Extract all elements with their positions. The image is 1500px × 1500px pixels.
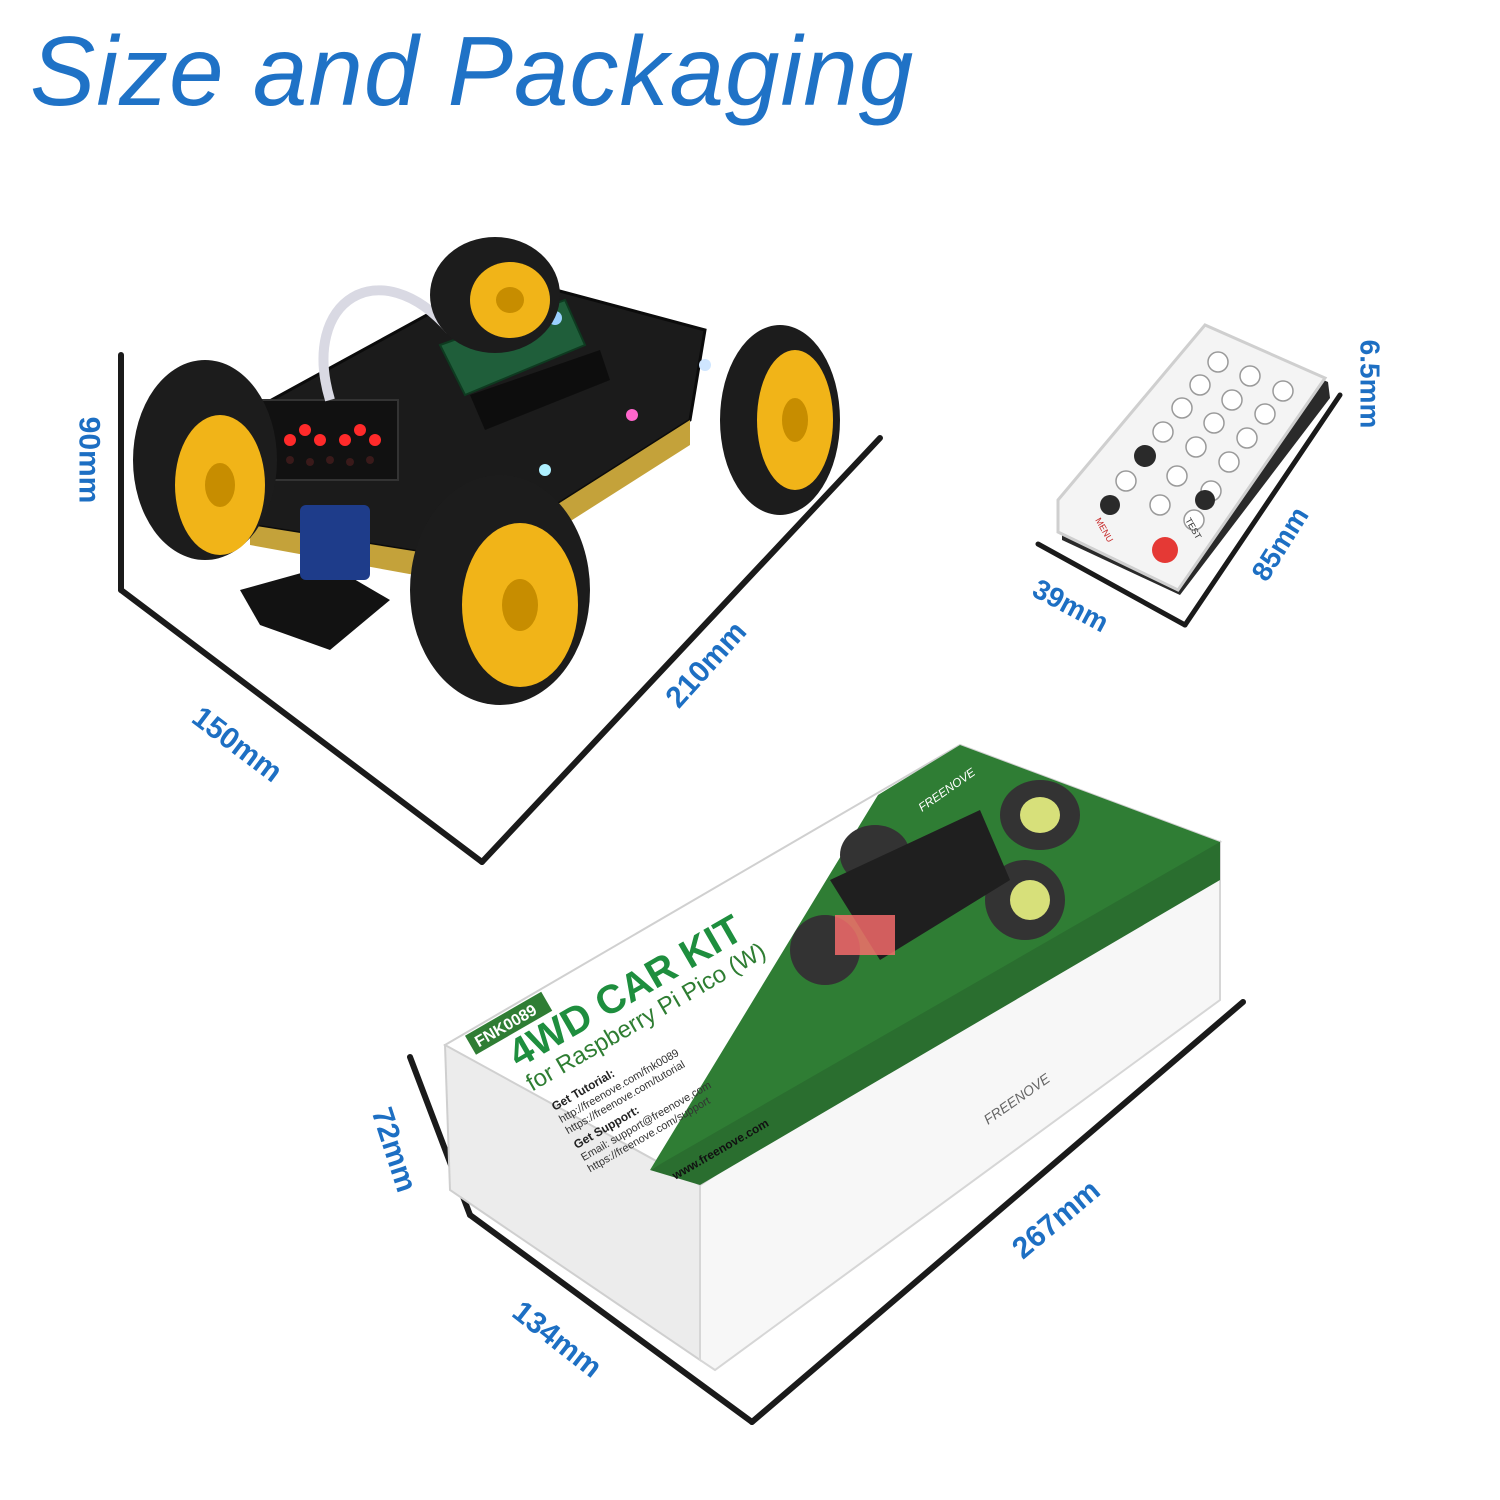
remote-thickness-label: 6.5mm: [1354, 339, 1386, 429]
page-title: Size and Packaging: [30, 16, 915, 126]
remote-dimension-lines: [1035, 392, 1343, 628]
wheel-back-right: [720, 325, 840, 515]
packaging-box-image: [442, 743, 1223, 1372]
wheel-back-left: [430, 237, 560, 353]
robot-car-image: [133, 237, 840, 705]
ir-remote-image: MENU TEST: [1056, 323, 1330, 595]
wheel-front-left: [133, 360, 277, 560]
car-height-label: 90mm: [72, 416, 106, 504]
wheel-front-right: [410, 475, 590, 705]
car-dimension-lines: [118, 352, 883, 865]
